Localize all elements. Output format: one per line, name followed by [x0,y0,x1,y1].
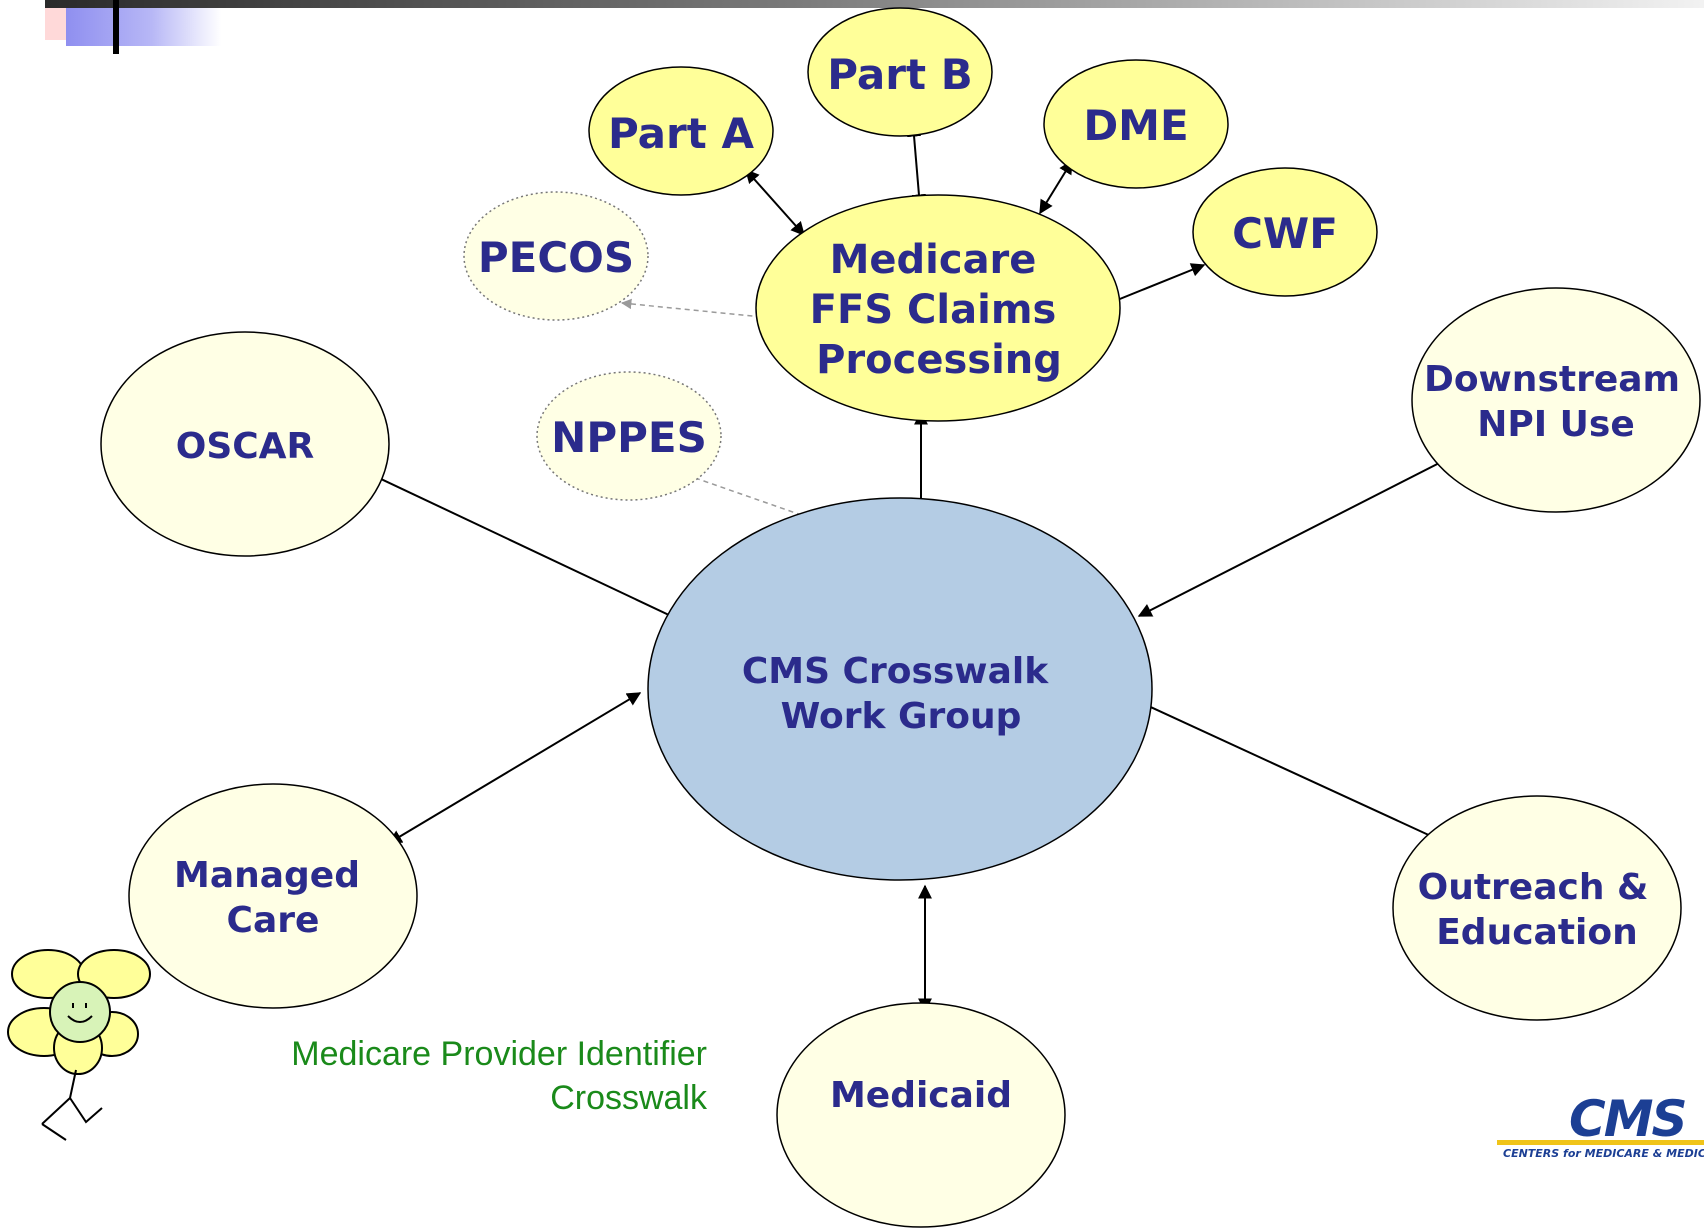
node-managed-care: Managed Care [128,783,418,1009]
node-pecos: PECOS [463,191,649,321]
node-part-a: Part A [588,66,774,196]
node-part-a-label: Part A [608,109,754,158]
cms-logo-band [1497,1140,1704,1145]
node-part-b: Part B [807,7,993,137]
caption-line2: Crosswalk [550,1079,707,1117]
cms-logo-mark: CMS [1569,1090,1687,1148]
node-nppes: NPPES [536,371,722,501]
node-outreach-line2: Education [1436,912,1638,953]
node-pecos-label: PECOS [478,233,634,282]
node-downstream: Downstream NPI Use [1411,287,1701,513]
node-medicaid-label: Medicaid [830,1075,1012,1116]
node-dme-label: DME [1083,101,1188,150]
node-medicare-ffs-line2: FFS Claims [810,287,1057,333]
node-downstream-line1: Downstream [1424,359,1680,400]
cms-logo-text: CENTERS for MEDICARE & MEDICAID SERVICES [1503,1147,1704,1160]
node-downstream-line2: NPI Use [1477,404,1635,445]
node-part-b-label: Part B [827,50,972,99]
node-oscar: OSCAR [100,331,390,557]
node-outreach-line1: Outreach & [1418,867,1649,908]
node-medicare-ffs-line1: Medicare [830,237,1037,283]
node-oscar-label: OSCAR [176,426,315,467]
node-outreach: Outreach & Education [1392,795,1682,1021]
node-medicaid: Medicaid [776,1002,1066,1228]
node-dme: DME [1043,59,1229,189]
node-managed-care-line1: Managed [174,855,360,896]
caption: Medicare Provider Identifier Crosswalk [200,1032,707,1120]
connector-dme [1039,159,1073,215]
node-managed-care-line2: Care [227,900,320,941]
decor-square-blue [66,8,221,46]
cms-logo: CMS CENTERS for MEDICARE & MEDICAID SERV… [1497,1088,1704,1168]
top-gradient-bar [45,0,1704,8]
node-cwf: CWF [1192,167,1378,297]
node-cms-crosswalk-line2: Work Group [781,696,1022,737]
node-nppes-label: NPPES [551,413,707,462]
node-medicare-ffs-line3: Processing [816,337,1062,383]
node-cms-crosswalk-line1: CMS Crosswalk [742,651,1049,692]
connector-part-b [907,122,926,209]
connector-oscar [360,469,690,625]
connector-managed-care [387,692,642,844]
connector-pecos [620,298,794,325]
connector-downstream [1137,455,1455,617]
node-cwf-label: CWF [1232,209,1338,258]
flower-mascot-icon [7,949,151,1141]
connector-part-a [745,168,805,237]
node-medicare-ffs: Medicare FFS Claims Processing [755,194,1121,422]
decor-vertical-bar [113,0,119,54]
caption-line1: Medicare Provider Identifier [291,1035,707,1073]
node-cms-crosswalk: CMS Crosswalk Work Group [647,497,1153,881]
connector-outreach [1129,696,1485,862]
